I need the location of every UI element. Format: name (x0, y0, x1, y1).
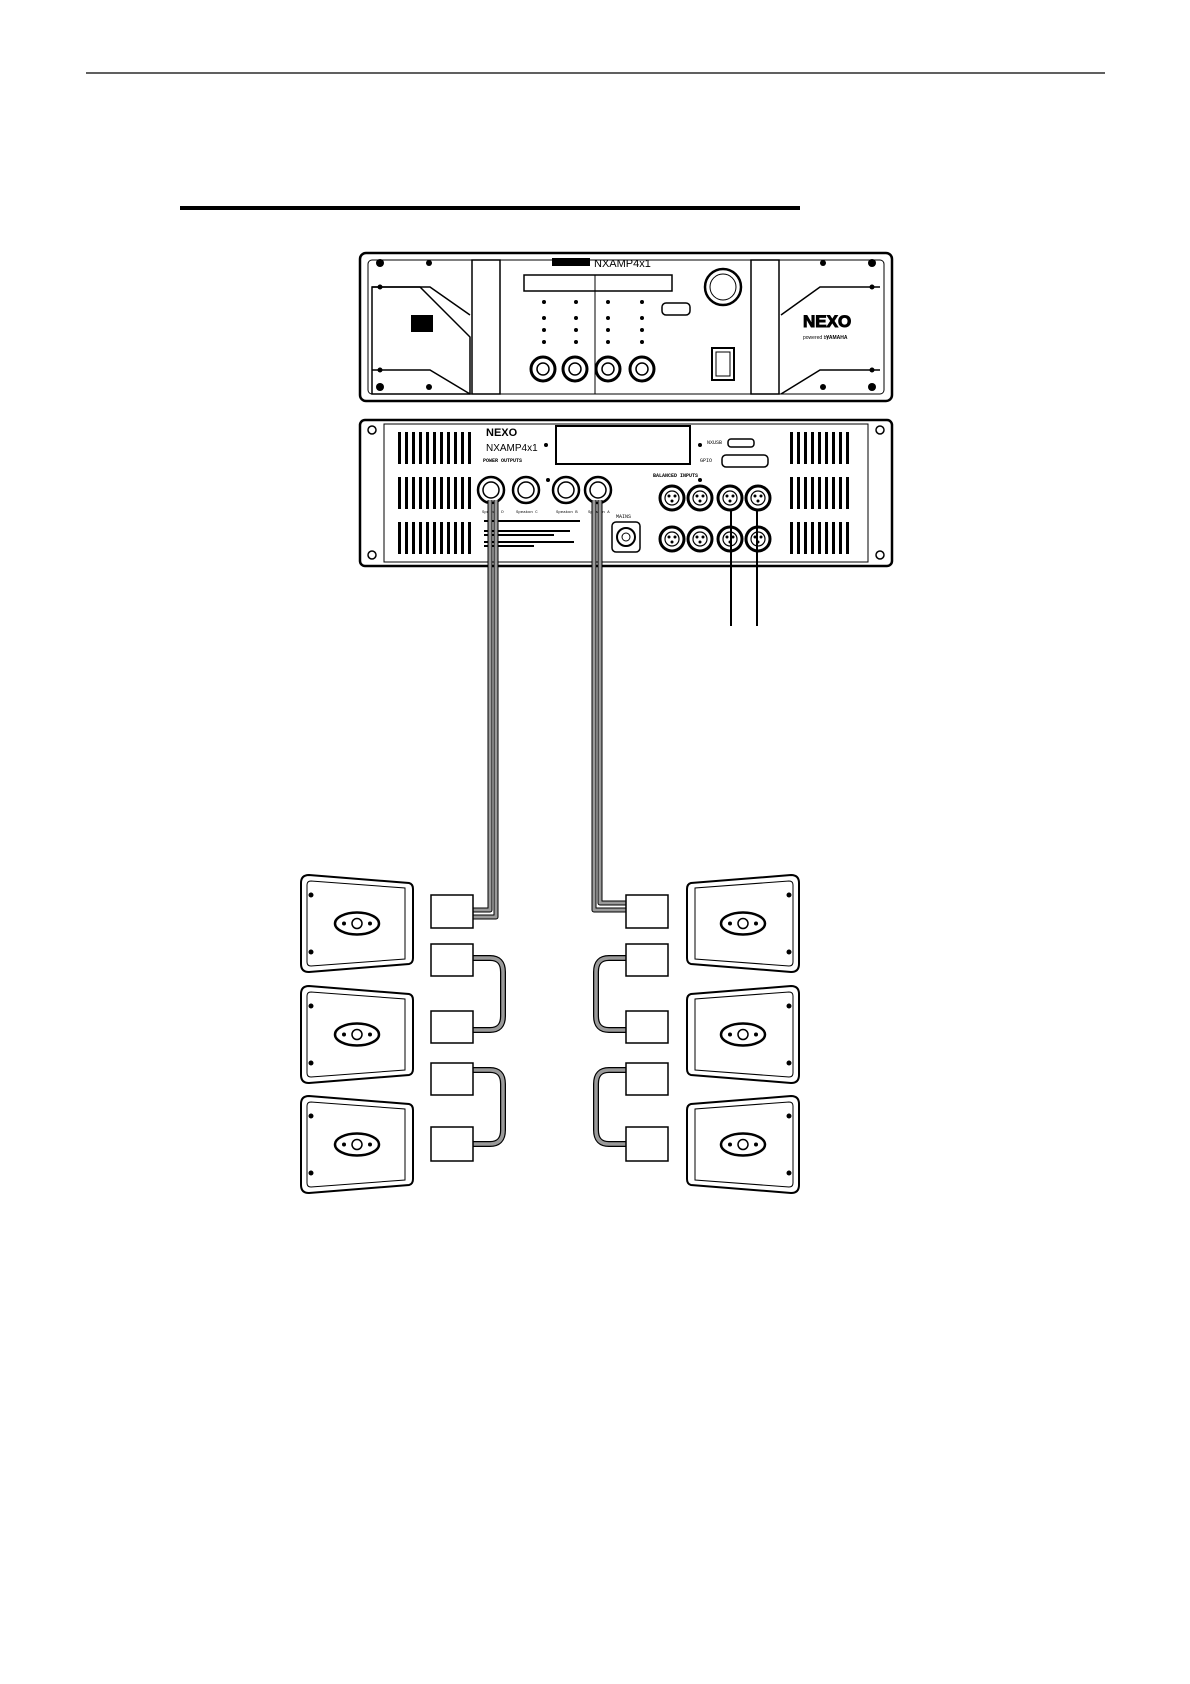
vent-slot (818, 432, 821, 464)
connector-box (626, 944, 668, 976)
speaker-cabinet (687, 986, 799, 1083)
speaker-cabinet (687, 1096, 799, 1193)
vent-slot (447, 432, 450, 464)
vent-slot (419, 477, 422, 509)
front-model-label: NXAMP4x1 (594, 258, 651, 270)
mains-label: MAINS (616, 514, 631, 520)
vent-slot (454, 432, 457, 464)
speaker-cabinet (301, 986, 413, 1083)
rear-model-label: NXAMP4x1 (486, 443, 538, 454)
speaker-cables (464, 500, 626, 1144)
vent-slot (461, 477, 464, 509)
balanced-inputs-label: BALANCED INPUTS (653, 473, 698, 479)
front-nexo-logo: NEXO (803, 312, 851, 331)
speakon-c-label: Speakon C (516, 510, 538, 515)
vent-slot (825, 432, 828, 464)
vent-slot (846, 522, 849, 554)
vent-slot (790, 432, 793, 464)
vent-slot (405, 432, 408, 464)
vent-slot (818, 477, 821, 509)
vent-slot (426, 432, 429, 464)
left-speaker-array (301, 875, 413, 1193)
vent-slot (412, 432, 415, 464)
vent-slot (811, 432, 814, 464)
yamaha-logo: YAMAHA (826, 335, 848, 341)
speaker-cabinet (301, 875, 413, 972)
vent-slot (419, 432, 422, 464)
vent-slot (839, 477, 842, 509)
amplifier-front-panel: NXAMP4x1 NEXO powered by YAMAHA (360, 253, 892, 401)
vent-slot (419, 522, 422, 554)
vent-slot (426, 522, 429, 554)
vent-slot (846, 477, 849, 509)
right-speaker-array (687, 875, 799, 1193)
vent-slot (797, 522, 800, 554)
speakon-d-label: Speakon D (482, 510, 504, 515)
vent-slot (426, 477, 429, 509)
connector-boxes (431, 895, 668, 1161)
vent-slot (461, 432, 464, 464)
amplifier-rear-panel: NEXO NXAMP4x1 NXUSB GPIO POWER OUTPUTS B… (360, 420, 892, 566)
vent-slot (461, 522, 464, 554)
vent-slot (433, 522, 436, 554)
vent-slot (398, 522, 401, 554)
amp-logo-icon (411, 315, 433, 332)
vent-slot (412, 522, 415, 554)
vent-slot (440, 477, 443, 509)
vent-slot (398, 477, 401, 509)
vent-slot (790, 477, 793, 509)
connector-box (626, 895, 668, 928)
vent-slot (790, 522, 793, 554)
vent-slot (804, 477, 807, 509)
vent-slot (811, 477, 814, 509)
connector-box (431, 1063, 473, 1095)
vent-slot (818, 522, 821, 554)
connector-box (626, 1127, 668, 1161)
vent-slot (454, 522, 457, 554)
vent-slot (811, 522, 814, 554)
vent-slot (846, 432, 849, 464)
vent-slot (440, 432, 443, 464)
vent-slot (454, 477, 457, 509)
connector-box (626, 1011, 668, 1043)
vent-slot (405, 477, 408, 509)
vent-slot (468, 432, 471, 464)
vent-slot (839, 522, 842, 554)
vent-slot (839, 432, 842, 464)
vent-slot (825, 522, 828, 554)
vent-slot (832, 432, 835, 464)
vent-slot (405, 522, 408, 554)
connector-box (431, 944, 473, 976)
speaker-cabinet (687, 875, 799, 972)
vent-slot (832, 522, 835, 554)
vent-slot (433, 477, 436, 509)
power-outputs-label: POWER OUTPUTS (483, 458, 522, 464)
vent-slot (412, 477, 415, 509)
vent-slot (797, 477, 800, 509)
vent-slot (433, 432, 436, 464)
vent-slot (440, 522, 443, 554)
right-vent (790, 432, 849, 554)
connector-box (431, 1011, 473, 1043)
rear-nexo-logo: NEXO (486, 427, 518, 439)
vent-slot (468, 477, 471, 509)
connector-box (431, 1127, 473, 1161)
usb-label: NXUSB (707, 440, 722, 446)
vent-slot (825, 477, 828, 509)
vent-slot (447, 522, 450, 554)
speakon-b-label: Speakon B (556, 510, 578, 515)
vent-slot (832, 477, 835, 509)
vent-slot (468, 522, 471, 554)
gpio-label: GPIO (700, 458, 712, 464)
connector-box (431, 895, 473, 928)
vent-slot (797, 432, 800, 464)
vent-slot (447, 477, 450, 509)
vent-slot (398, 432, 401, 464)
speaker-cabinet (301, 1096, 413, 1193)
vent-slot (804, 522, 807, 554)
vent-slot (804, 432, 807, 464)
connector-box (626, 1063, 668, 1095)
